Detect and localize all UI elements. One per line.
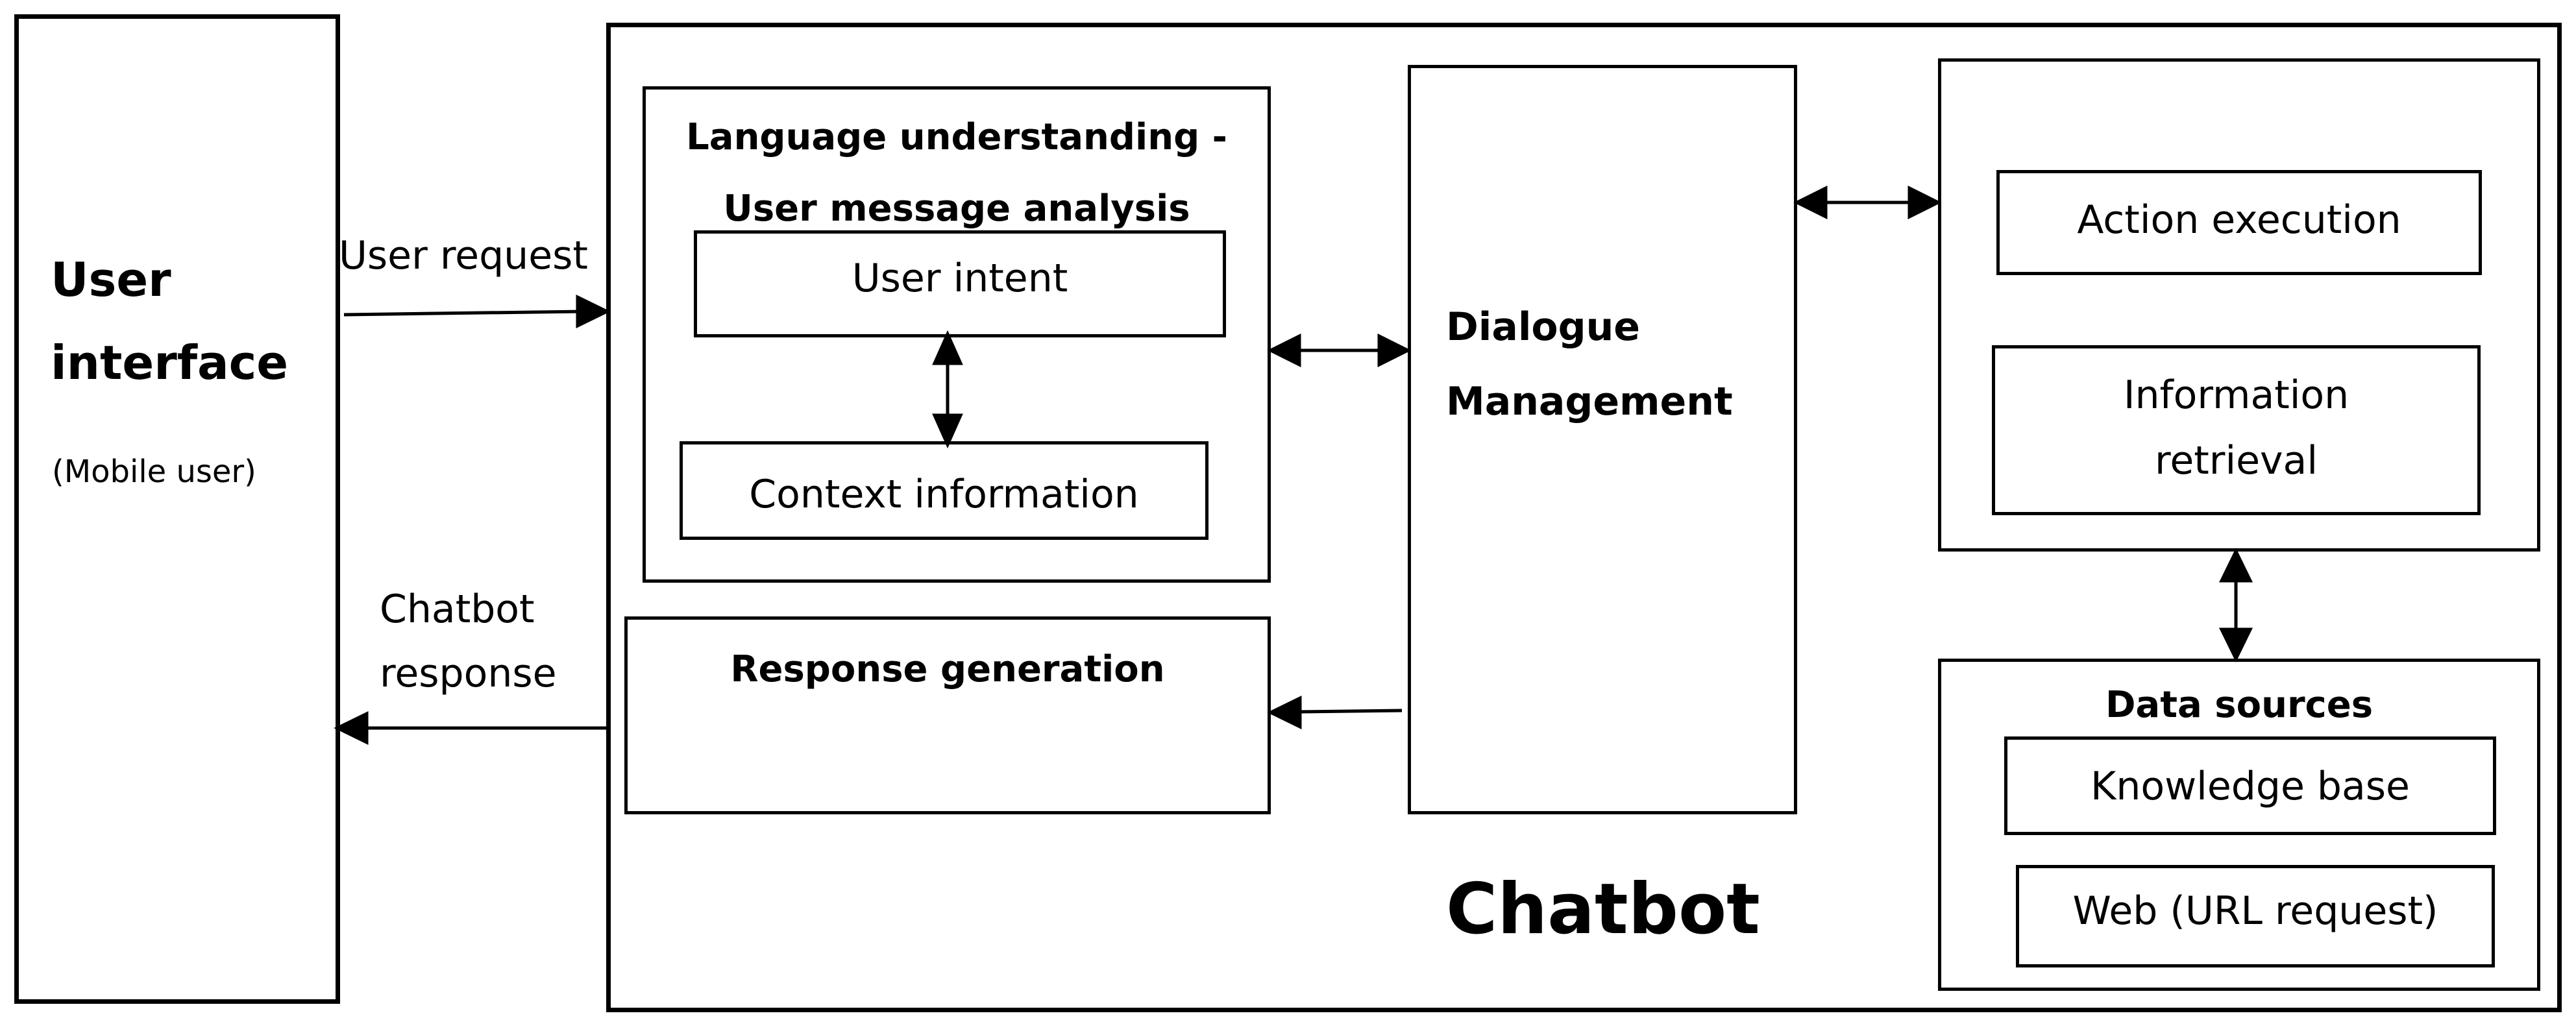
- chatbot-response-label-line2: response: [380, 651, 557, 696]
- dialogue-management-label-line1: Dialogue: [1446, 304, 1641, 350]
- information-retrieval-box: [1992, 345, 2481, 515]
- dialogue-response-arrow: [1297, 709, 1403, 714]
- data-sources-title: Data sources: [2105, 684, 2374, 726]
- context-information-box: [680, 441, 1208, 540]
- information-retrieval-label-line2: retrieval: [2155, 438, 2318, 483]
- chatbot-title: Chatbot: [1446, 869, 1760, 950]
- knowledge-base-label: Knowledge base: [2091, 764, 2410, 809]
- user-request-label: User request: [339, 233, 588, 278]
- user-interface-title-line1: User: [51, 252, 171, 307]
- context-information-label: Context information: [749, 472, 1139, 517]
- response-generation-box: [624, 616, 1271, 814]
- dialogue-management-box: [1408, 65, 1797, 814]
- information-retrieval-label-line1: Information: [2123, 372, 2349, 418]
- action-execution-box: [1996, 170, 2482, 275]
- knowledge-base-box: [2004, 736, 2496, 835]
- user-interface-title-line2: interface: [51, 335, 289, 390]
- dialogue-management-label-line2: Management: [1446, 379, 1733, 424]
- user-intent-label: User intent: [852, 256, 1068, 301]
- action-execution-label: Action execution: [2077, 197, 2401, 243]
- chatbot-response-label-line1: Chatbot: [380, 587, 535, 632]
- language-understanding-title-line2: User message analysis: [723, 188, 1190, 230]
- user-interface-box: [14, 14, 340, 1004]
- user-interface-subtitle: (Mobile user): [52, 454, 256, 490]
- language-understanding-title-line1: Language understanding -: [686, 116, 1227, 158]
- web-url-request-box: [2016, 865, 2495, 967]
- user-request-arrow: [343, 310, 582, 317]
- user-intent-box: [694, 230, 1226, 337]
- response-generation-label: Response generation: [730, 648, 1165, 690]
- web-url-request-label: Web (URL request): [2072, 888, 2438, 934]
